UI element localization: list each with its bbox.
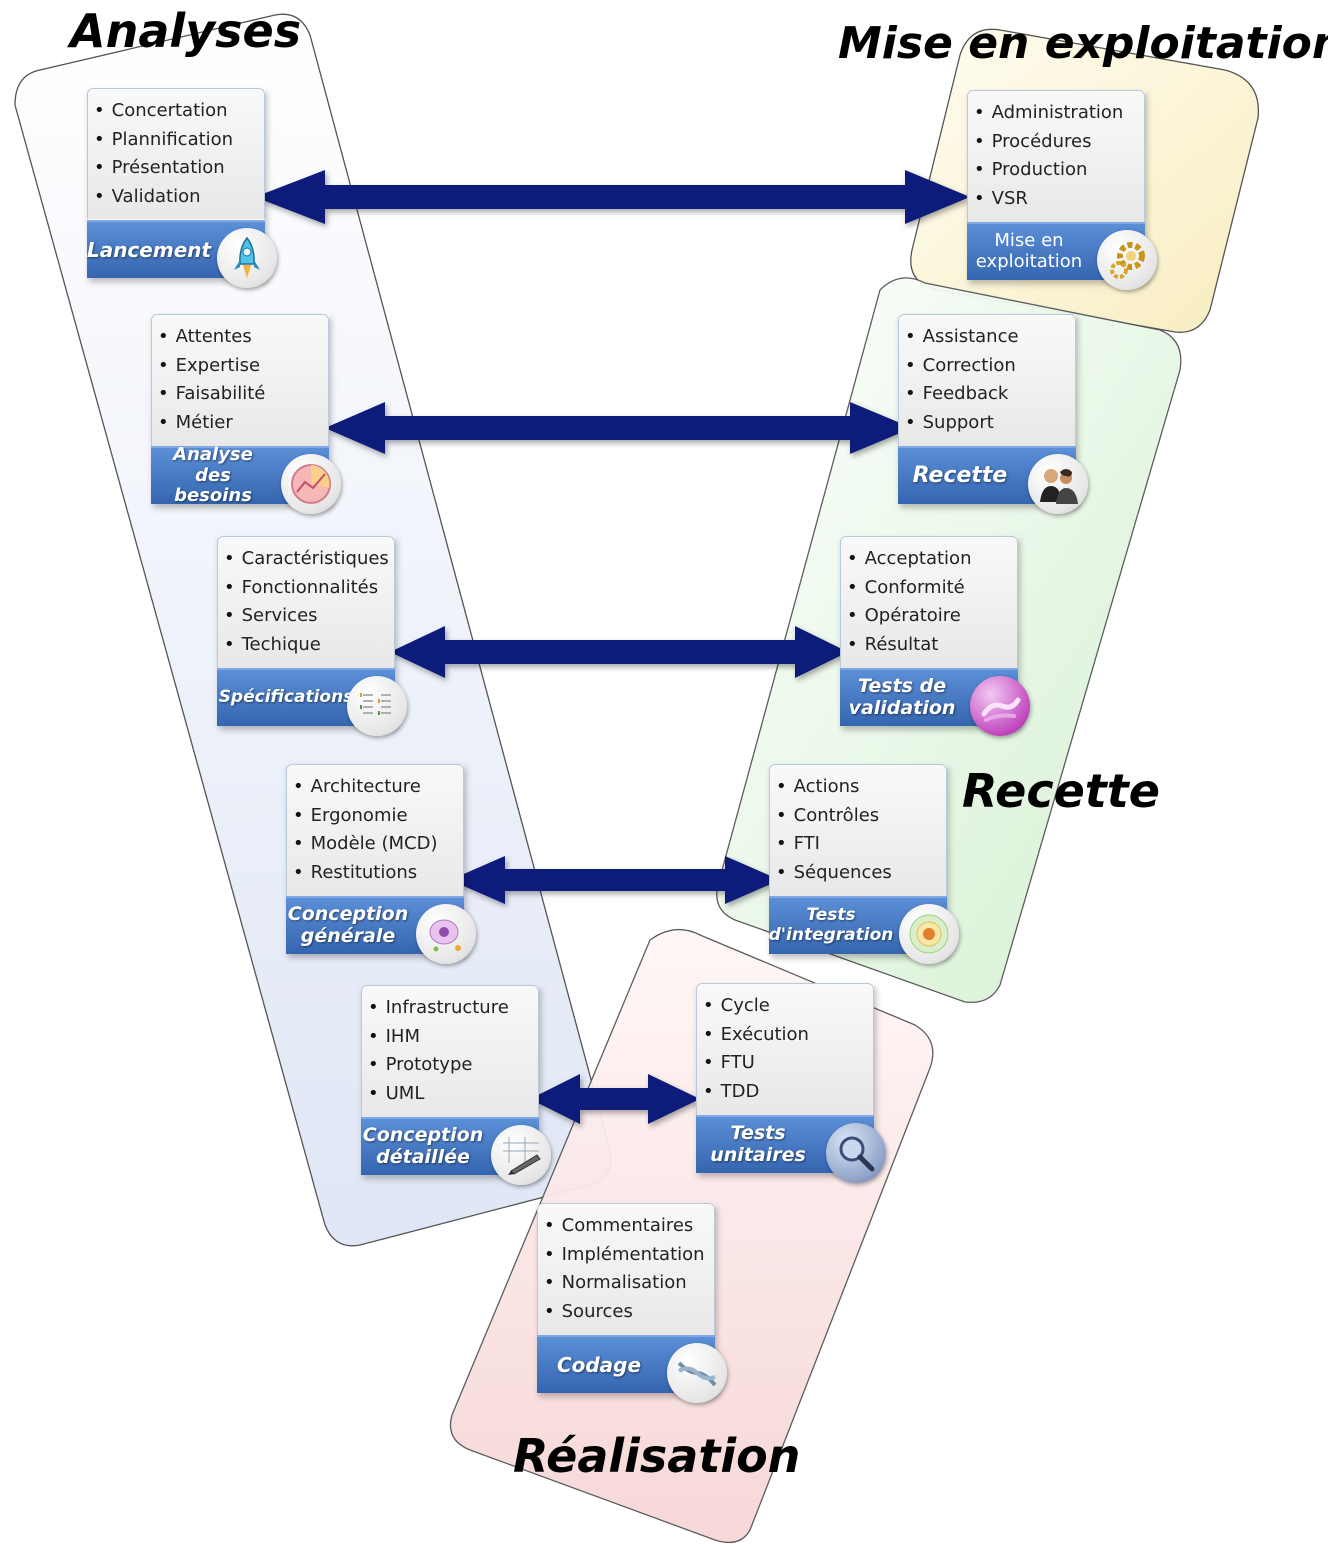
list-item: Implémentation [544,1241,714,1270]
list-item: Contrôles [776,802,946,831]
phase-card-conception-detaillee: Infrastructure IHM Prototype UML Concept… [361,985,551,1185]
list-item: Fonctionnalités [224,574,394,603]
list-item: Caractéristiques [224,545,394,574]
list-item: Architecture [293,773,463,802]
people-icon [1028,454,1088,514]
list-item: VSR [974,185,1144,214]
list-item: Prototype [368,1051,538,1080]
list-item: Procédures [974,128,1144,157]
phase-card-codage: Commentaires Implémentation Normalisatio… [537,1203,727,1403]
phase-items-conception-detaillee: Infrastructure IHM Prototype UML [362,986,538,1108]
phase-card-analyse-besoins: Attentes Expertise Faisabilité Métier An… [151,314,341,514]
list-item: Infrastructure [368,994,538,1023]
list-item: IHM [368,1023,538,1052]
list-item: Faisabilité [158,380,328,409]
cell-icon [416,904,476,964]
gears-icon [1097,230,1157,290]
list-item: FTU [703,1049,873,1078]
chart-plate-icon [281,454,341,514]
list-item: Restitutions [293,859,463,888]
phase-items-specifications: Caractéristiques Fonctionnalités Service… [218,537,394,659]
phase-items-recette: Assistance Correction Feedback Support [899,315,1075,437]
arrow-conception-integration [450,856,780,904]
list-item: Actions [776,773,946,802]
magnifier-icon [826,1123,886,1183]
rocket-icon [217,228,277,288]
document-list-icon [347,676,407,736]
arrow-lancement-exploitation [255,170,970,224]
phase-card-tests-integration: Actions Contrôles FTI Séquences Tests d'… [769,764,959,964]
zone-title-analyses: Analyses [70,4,302,58]
pencil-drawing-icon [491,1125,551,1185]
list-item: Support [905,409,1075,438]
list-item: Ergonomie [293,802,463,831]
phase-card-tests-unitaires: Cycle Exécution FTU TDD Tests unitaires [696,983,886,1183]
list-item: Cycle [703,992,873,1021]
list-item: Techique [224,631,394,660]
list-item: Métier [158,409,328,438]
phase-items-analyse-besoins: Attentes Expertise Faisabilité Métier [152,315,328,437]
phase-card-conception-generale: Architecture Ergonomie Modèle (MCD) Rest… [286,764,476,964]
list-item: Opératoire [847,602,1017,631]
list-item: Feedback [905,380,1075,409]
target-diagram-icon [899,904,959,964]
phase-items-tests-unitaires: Cycle Exécution FTU TDD [697,984,873,1106]
list-item: Attentes [158,323,328,352]
phase-card-lancement: Concertation Plannification Présentation… [87,88,277,288]
list-item: Séquences [776,859,946,888]
arrow-besoins-recette [325,402,912,454]
list-item: FTI [776,830,946,859]
list-item: Présentation [94,154,264,183]
phase-items-conception-generale: Architecture Ergonomie Modèle (MCD) Rest… [287,765,463,887]
phase-card-specifications: Caractéristiques Fonctionnalités Service… [217,536,407,736]
phase-items-mise-exploitation: Administration Procédures Production VSR [968,91,1144,213]
phase-items-tests-validation: Acceptation Conformité Opératoire Résult… [841,537,1017,659]
list-item: Plannification [94,126,264,155]
list-item: Exécution [703,1021,873,1050]
list-item: Résultat [847,631,1017,660]
list-item: Correction [905,352,1075,381]
arrow-detaillee-unitaires [530,1074,700,1124]
phase-card-recette: Assistance Correction Feedback Support R… [898,314,1088,514]
list-item: Sources [544,1298,714,1327]
phase-items-tests-integration: Actions Contrôles FTI Séquences [770,765,946,887]
phase-card-tests-validation: Acceptation Conformité Opératoire Résult… [840,536,1030,736]
zone-title-exploitation: Mise en exploitation [838,18,1328,69]
phase-card-mise-exploitation: Administration Procédures Production VSR… [967,90,1157,290]
list-item: Production [974,156,1144,185]
list-item: Concertation [94,97,264,126]
phase-items-lancement: Concertation Plannification Présentation… [88,89,264,211]
list-item: Validation [94,183,264,212]
list-item: Expertise [158,352,328,381]
hands-icon [970,676,1030,736]
list-item: Assistance [905,323,1075,352]
list-item: UML [368,1080,538,1109]
list-item: Administration [974,99,1144,128]
list-item: Normalisation [544,1269,714,1298]
list-item: Conformité [847,574,1017,603]
phase-items-codage: Commentaires Implémentation Normalisatio… [538,1204,714,1326]
dna-icon [667,1343,727,1403]
arrow-specifications-validation [390,626,848,678]
list-item: TDD [703,1078,873,1107]
zone-title-realisation: Réalisation [513,1429,801,1483]
list-item: Acceptation [847,545,1017,574]
zone-title-recette: Recette [962,764,1160,818]
list-item: Services [224,602,394,631]
list-item: Commentaires [544,1212,714,1241]
list-item: Modèle (MCD) [293,830,463,859]
